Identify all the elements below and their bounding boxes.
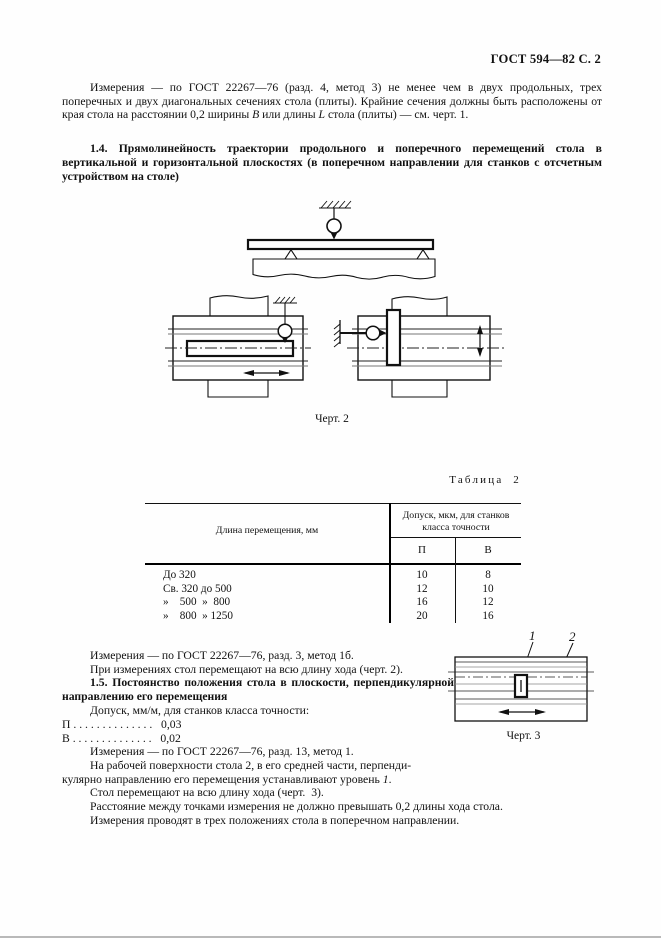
paragraph-text: Измерения — по ГОСТ 22267—76 (разд. 4, м… bbox=[62, 81, 602, 122]
machine-column-bottom bbox=[391, 380, 448, 398]
straightedge bbox=[246, 238, 435, 251]
paragraph: Измерения — по ГОСТ 22267—76, разд. 3, м… bbox=[90, 649, 354, 662]
table-header-rule bbox=[145, 563, 521, 565]
hatching bbox=[319, 200, 352, 209]
indicator-pointer bbox=[330, 232, 338, 240]
dial-indicator-icon bbox=[277, 323, 293, 339]
cell-p: 20 bbox=[416, 609, 428, 622]
paragraph-text: стола (плиты) — см. черт. 1. bbox=[325, 108, 469, 122]
column-header-line: класса точности bbox=[422, 521, 490, 533]
figure-2-front-view-drawing bbox=[165, 295, 311, 398]
cell-range: » 500 » 800 bbox=[163, 596, 231, 609]
hatching bbox=[273, 296, 297, 304]
paragraph: кулярно направлению его перемещения уста… bbox=[62, 773, 602, 787]
callout-1-label: 1 bbox=[529, 628, 536, 643]
indicator-pointer bbox=[379, 329, 387, 337]
motion-arrow bbox=[498, 709, 546, 715]
table-2-label: Таблица 2 bbox=[449, 474, 521, 486]
cell-range: Св. 320 до 500 bbox=[163, 582, 232, 595]
support-triangle bbox=[415, 248, 431, 260]
paragraph-text: кулярно направлению его перемещения уста… bbox=[62, 772, 383, 786]
callout-1: 1 bbox=[382, 772, 389, 786]
cell-range: До 320 bbox=[163, 569, 196, 581]
callout-2-label: 2 bbox=[569, 629, 576, 644]
table-plate bbox=[252, 258, 436, 280]
figure-3: 1 2 Черт. 3 bbox=[445, 622, 603, 742]
indicator-pointer bbox=[281, 337, 289, 343]
cell-v: 10 bbox=[482, 582, 494, 595]
paragraph-measurements: Измерения — по ГОСТ 22267—76 (разд. 4, м… bbox=[62, 81, 602, 122]
paragraph: Стол перемещают на всю длину хода (черт.… bbox=[90, 786, 324, 800]
table-row: » 500 » 800 16 12 bbox=[145, 596, 521, 610]
table-2: Длина перемещения, мм Допуск, мкм, для с… bbox=[145, 503, 521, 625]
figure-3-drawing: 1 2 bbox=[448, 628, 594, 722]
machine-column-bottom bbox=[207, 380, 269, 398]
motion-arrow bbox=[243, 370, 290, 376]
figure-2-caption: Черт. 2 bbox=[315, 413, 349, 425]
paragraph: Расстояние между точками измерения не до… bbox=[90, 800, 503, 814]
table-row: До 320 10 8 bbox=[145, 569, 521, 583]
figure-3-caption: Черт. 3 bbox=[506, 730, 541, 742]
column-header-length: Длина перемещения, мм bbox=[215, 525, 319, 536]
figure-2-top-drawing bbox=[246, 200, 436, 280]
paragraph: Измерения проводят в трех положениях сто… bbox=[90, 813, 460, 827]
straightedge bbox=[385, 308, 402, 367]
cell-p: 12 bbox=[416, 582, 428, 595]
machine-column-top bbox=[391, 296, 448, 316]
table-top-border bbox=[145, 503, 521, 504]
support-triangle bbox=[283, 248, 299, 260]
cell-v: 16 bbox=[482, 609, 494, 622]
table-vertical-rule-thick bbox=[389, 503, 391, 623]
cell-v: 8 bbox=[485, 569, 491, 581]
figure-2-end-view-drawing bbox=[333, 296, 504, 398]
cell-p: 10 bbox=[416, 569, 428, 581]
dial-indicator-icon bbox=[326, 218, 342, 234]
clause-1-5-heading: 1.5. Постоянство положения стола в плоск… bbox=[62, 676, 454, 704]
cell-p: 16 bbox=[416, 596, 428, 609]
paragraph: Допуск, мм/м, для станков класса точност… bbox=[90, 704, 310, 718]
tolerance-line-P: П . . . . . . . . . . . . . . 0,03 bbox=[62, 717, 182, 731]
dimension-B: В bbox=[252, 108, 260, 122]
paragraph-text: . bbox=[388, 772, 392, 786]
cell-range: » 800 » 1250 bbox=[163, 609, 233, 622]
paragraph-text: или длины bbox=[259, 108, 319, 122]
column-header-tolerance: Допуск, мкм, для станков класса точности bbox=[391, 510, 521, 533]
page-header: ГОСТ 594—82 С. 2 bbox=[490, 52, 601, 66]
table-row: » 800 » 1250 20 16 bbox=[145, 610, 521, 624]
paragraph: На рабочей поверхности стола 2, в его ср… bbox=[90, 759, 412, 773]
table-vertical-rule-thin bbox=[455, 537, 456, 623]
clause-1-4-heading: 1.4. Прямолинейность траектории продольн… bbox=[62, 142, 602, 183]
section-1-5: Измерения — по ГОСТ 22267—76, разд. 3, м… bbox=[62, 649, 602, 828]
machine-column-top bbox=[209, 295, 269, 316]
dimension-L: L bbox=[318, 108, 326, 122]
paragraph: При измерениях стол перемещают на всю дл… bbox=[90, 662, 403, 676]
hatching bbox=[333, 320, 341, 348]
straightedge bbox=[185, 339, 295, 358]
subcolumn-P: П bbox=[418, 544, 426, 556]
table-row: Св. 320 до 500 12 10 bbox=[145, 583, 521, 597]
tolerance-line-V: В . . . . . . . . . . . . . . 0,02 bbox=[62, 731, 181, 745]
cell-v: 12 bbox=[482, 596, 494, 609]
dial-indicator-icon bbox=[365, 325, 381, 341]
paragraph: Измерения — по ГОСТ 22267—76, разд. 13, … bbox=[90, 745, 354, 759]
motion-arrow-vertical bbox=[477, 325, 483, 357]
subcolumn-V: В bbox=[484, 544, 492, 556]
column-header-line: Допуск, мкм, для станков bbox=[402, 510, 510, 521]
